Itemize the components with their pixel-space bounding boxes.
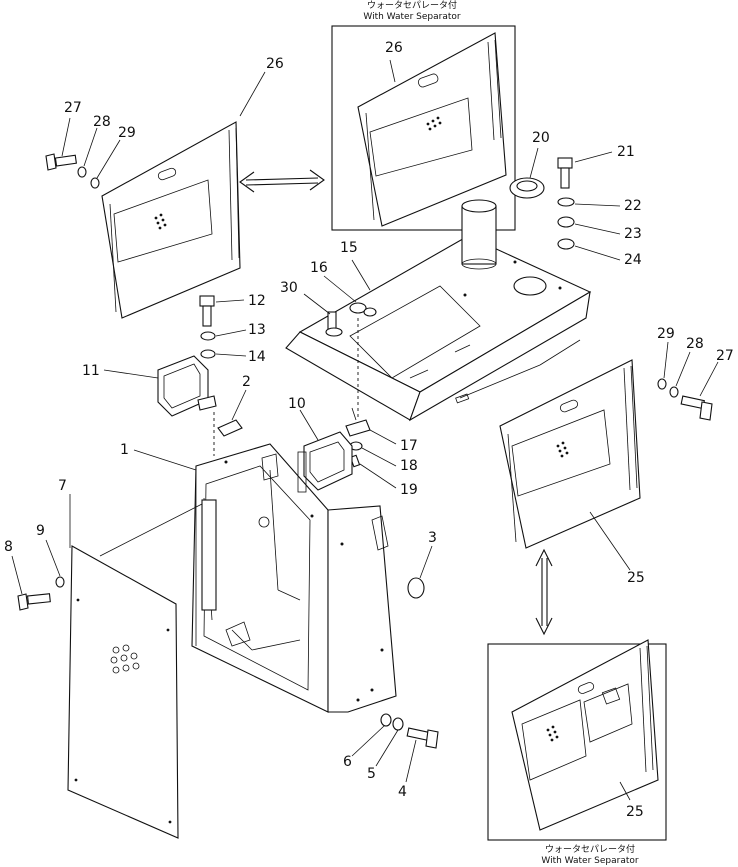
callout-19: 19 (400, 482, 418, 498)
pipe (461, 199, 497, 270)
callout-17: 17 (400, 438, 418, 454)
top-inset-caption-en: With Water Separator (363, 12, 460, 22)
frame-1 (191, 443, 397, 713)
bolt-8 (17, 593, 51, 611)
bolt-4 (406, 727, 439, 749)
panel-26 (101, 121, 241, 319)
panel-25 (499, 359, 641, 549)
callout-15: 15 (340, 240, 358, 256)
callout-12: 12 (248, 293, 266, 309)
handle-30 (325, 311, 343, 337)
bottom-inset-vent-holes (546, 725, 559, 742)
bolt-27-left (45, 153, 77, 171)
callout-2: 2 (242, 374, 251, 390)
top-cover-15 (285, 235, 592, 422)
callout-3: 3 (428, 530, 437, 546)
panel-26-vent-holes (154, 213, 167, 230)
bracket-10 (303, 431, 353, 491)
callout-10: 10 (288, 396, 306, 412)
callout-16: 16 (310, 260, 328, 276)
washer-5 (392, 717, 404, 731)
callout-27-left: 27 (64, 100, 82, 116)
cap-20 (509, 177, 545, 199)
callout-1: 1 (120, 442, 129, 458)
washer-23 (557, 216, 575, 228)
top-inset-panel (357, 32, 507, 227)
callout-27-right: 27 (716, 348, 734, 364)
callout-11: 11 (82, 363, 100, 379)
callout-23: 23 (624, 226, 642, 242)
bolt-12 (199, 295, 215, 327)
callout-21: 21 (617, 144, 635, 160)
callout-6: 6 (343, 754, 352, 770)
washer-29-right (657, 378, 667, 390)
top-inset-caption-jp: ウォータセパレータ付 (367, 0, 457, 11)
callout-22: 22 (624, 198, 642, 214)
top-inset-vent-holes (426, 116, 442, 131)
callout-25: 25 (627, 570, 645, 586)
callout-18: 18 (400, 458, 418, 474)
washer-24 (557, 238, 575, 250)
callout-25-inset: 25 (626, 804, 644, 820)
callout-26-inset: 26 (385, 40, 403, 56)
nut-3 (407, 577, 425, 599)
callout-14: 14 (248, 349, 266, 365)
callout-26: 26 (266, 56, 284, 72)
striker-17 (345, 407, 371, 437)
callout-9: 9 (36, 523, 45, 539)
bottom-inset-caption-en: With Water Separator (541, 856, 638, 866)
arrow-bottom (535, 548, 553, 636)
bottom-inset-caption-jp: ウォータセパレータ付 (545, 844, 635, 855)
panel-7-vent-holes (110, 644, 140, 674)
callout-4: 4 (398, 784, 407, 800)
bolt-27-right (680, 395, 713, 421)
bolt-21 (557, 157, 573, 189)
bottom-inset-panel (511, 639, 659, 831)
washer-14 (200, 349, 216, 359)
washer-13 (200, 331, 216, 341)
callout-7: 7 (58, 478, 67, 494)
washer-28-right (669, 386, 679, 398)
callout-29-right: 29 (657, 326, 675, 342)
bottom-inset: 25 ウォータセパレータ付 With Water Separator (487, 639, 667, 866)
arrow-top (239, 169, 325, 193)
clip-2 (217, 419, 243, 437)
callout-29-left: 29 (118, 125, 136, 141)
bracket-11 (157, 355, 217, 417)
callout-8: 8 (4, 539, 13, 555)
callout-28-left: 28 (93, 114, 111, 130)
callout-13: 13 (248, 322, 266, 338)
bottom-inset-frame (487, 643, 667, 841)
washer-9 (55, 576, 65, 588)
callout-20: 20 (532, 130, 550, 146)
panel-7 (67, 545, 179, 839)
washer-28-left (77, 166, 87, 178)
callout-24: 24 (624, 252, 642, 268)
callout-28-right: 28 (686, 336, 704, 352)
latch-16 (349, 302, 377, 317)
panel-25-vent-holes (556, 441, 569, 458)
washer-6 (380, 713, 392, 727)
washer-22 (557, 197, 575, 207)
callout-5: 5 (367, 766, 376, 782)
top-inset: ウォータセパレータ付 With Water Separator 26 (331, 0, 516, 231)
callout-30: 30 (280, 280, 298, 296)
washer-29-left (90, 177, 100, 189)
top-inset-frame (331, 25, 516, 231)
